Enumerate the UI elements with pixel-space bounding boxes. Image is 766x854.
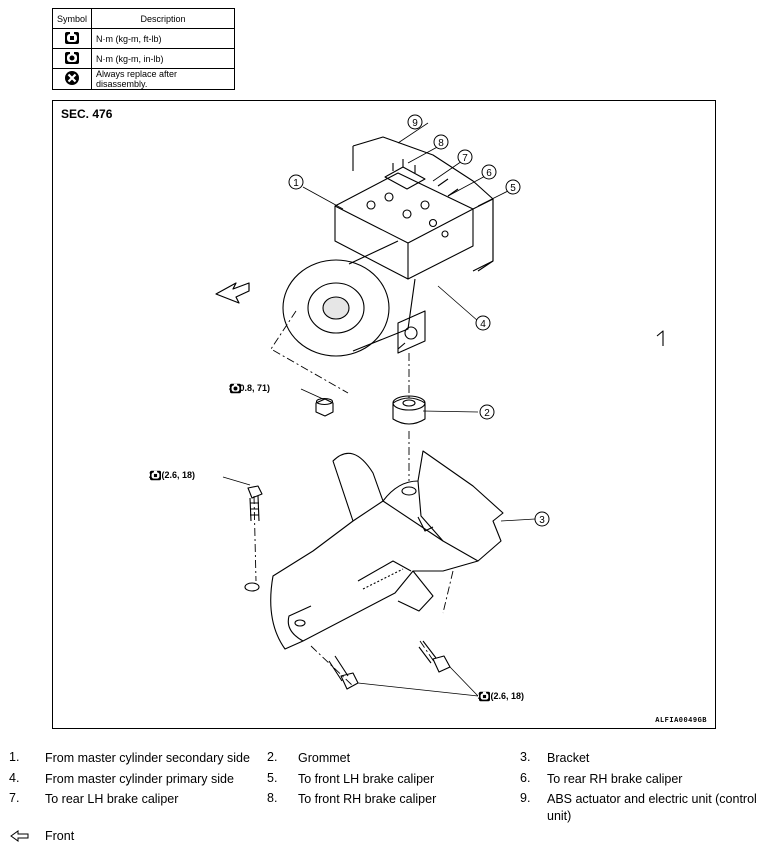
legend-symbol-cell — [51, 68, 93, 90]
legend-symbol-cell — [51, 48, 93, 69]
actuator-block-front — [334, 206, 409, 280]
svg-text:9: 9 — [412, 118, 418, 129]
callout-1: 1 — [288, 174, 304, 190]
figure-id: ALFIA0049GB — [655, 717, 707, 725]
part-name: ABS actuator and electric unit (control … — [547, 792, 757, 823]
svg-text:5: 5 — [510, 183, 516, 194]
legend-header-description: Description — [91, 8, 236, 29]
part-name: From master cylinder secondary side — [45, 751, 250, 765]
part-number: 7. — [9, 791, 20, 805]
bracket-bolt-bottom-right — [432, 655, 451, 673]
callout-6: 6 — [481, 164, 497, 180]
exploded-diagram: 1 9 8 7 6 5 4 2 3 — [215, 114, 664, 697]
mounting-nut — [315, 398, 334, 417]
bracket-bolt-top — [247, 485, 263, 499]
svg-text:4: 4 — [480, 319, 486, 330]
exploded-diagram-frame: SEC. 476 — [52, 100, 716, 729]
svg-text:8: 8 — [438, 138, 444, 149]
part-name: To rear RH brake caliper — [547, 772, 683, 786]
bracket-bolt-bottom-left — [340, 672, 359, 690]
torque-wrench-icon — [479, 691, 490, 702]
torque-wrench-icon — [65, 31, 79, 44]
front-label: Front — [45, 829, 75, 843]
torque-value: 25 (2.6, 18) — [149, 470, 196, 480]
legend-description: N·m (kg-m, in-lb) — [91, 48, 236, 69]
torque-label-bolt-top: 25 (2.6, 18) — [149, 470, 196, 481]
front-arrow-icon — [10, 830, 29, 842]
part-name: To front RH brake caliper — [298, 792, 437, 806]
legend-description: Always replace after disassembly. — [91, 68, 236, 90]
callout-8: 8 — [433, 134, 449, 150]
callout-9: 9 — [407, 114, 423, 130]
part-name: Grommet — [298, 751, 351, 765]
legend-symbol-cell — [51, 28, 93, 49]
svg-text:7: 7 — [462, 153, 468, 164]
part-number: 5. — [267, 771, 278, 785]
motor-cylinder — [282, 259, 390, 357]
torque-wrench-icon — [150, 470, 161, 481]
torque-value: 25 (2.6, 18) — [478, 691, 525, 701]
legend-header-symbol: Symbol — [51, 8, 93, 29]
replace-icon — [65, 71, 79, 85]
torque-wrench-inlb-icon — [65, 51, 79, 64]
bracket — [270, 450, 504, 650]
callout-4: 4 — [475, 315, 491, 331]
torque-value: 8 (0.8, 71) — [229, 383, 271, 393]
part-name: From master cylinder primary side — [45, 772, 234, 786]
part-number: 9. — [520, 791, 531, 805]
part-number: 8. — [267, 791, 278, 805]
svg-text:6: 6 — [486, 168, 492, 179]
svg-text:3: 3 — [539, 515, 545, 526]
grommet — [392, 397, 426, 425]
callout-7: 7 — [457, 149, 473, 165]
part-number: 1. — [9, 750, 20, 764]
torque-label-bolt-bottom: 25 (2.6, 18) — [478, 691, 525, 702]
callout-5: 5 — [505, 179, 521, 195]
callout-2: 2 — [479, 404, 495, 420]
actuator-block-side — [407, 209, 474, 280]
section-label: SEC. 476 — [61, 107, 113, 121]
torque-wrench-inlb-icon — [230, 383, 241, 394]
part-number: 4. — [9, 771, 20, 785]
callout-3: 3 — [534, 511, 550, 527]
part-number: 6. — [520, 771, 531, 785]
svg-text:1: 1 — [293, 178, 299, 189]
part-name: Bracket — [547, 751, 590, 765]
part-number: 3. — [520, 750, 531, 764]
part-name: To rear LH brake caliper — [45, 792, 179, 806]
symbol-legend-table: Symbol Description N·m (kg-m, ft-lb) N·m… — [51, 8, 236, 90]
actuator-block-top — [334, 172, 474, 244]
legend-description: N·m (kg-m, ft-lb) — [91, 28, 236, 49]
part-name: To front LH brake caliper — [298, 772, 435, 786]
torque-label-nut: 8 (0.8, 71) — [229, 383, 271, 394]
svg-text:2: 2 — [484, 408, 490, 419]
part-number: 2. — [267, 750, 278, 764]
front-arrow — [215, 282, 250, 304]
